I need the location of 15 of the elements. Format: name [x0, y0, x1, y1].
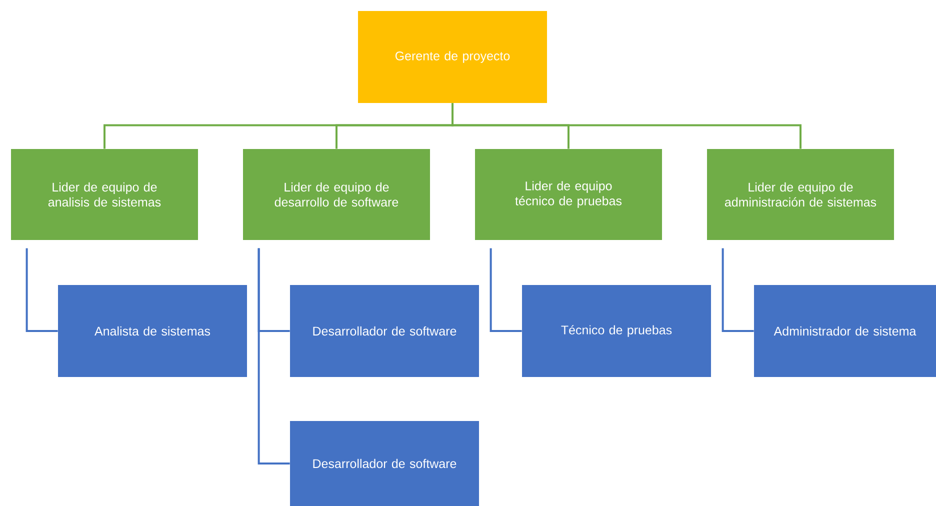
- role-box: Técnico de pruebas: [522, 285, 711, 377]
- connector-line: [258, 248, 290, 464]
- team-lead-box: Lider de equipo técnico de pruebas: [475, 149, 662, 240]
- team-lead-box: Lider de equipo de analisis de sistemas: [11, 149, 198, 240]
- connector-line: [490, 248, 522, 332]
- role-box: Desarrollador de software: [290, 421, 479, 506]
- connector-line: [722, 248, 754, 332]
- connector-line: [452, 103, 802, 149]
- role-box: Desarrollador de software: [290, 285, 479, 377]
- manager-box: Gerente de proyecto: [358, 11, 547, 103]
- role-box: Administrador de sistema: [754, 285, 936, 377]
- team-lead-box: Lider de equipo de desarrollo de software: [243, 149, 430, 240]
- connector-line: [26, 248, 58, 332]
- team-lead-box: Lider de equipo de administración de sistemas: [707, 149, 894, 240]
- role-box: Analista de sistemas: [58, 285, 247, 377]
